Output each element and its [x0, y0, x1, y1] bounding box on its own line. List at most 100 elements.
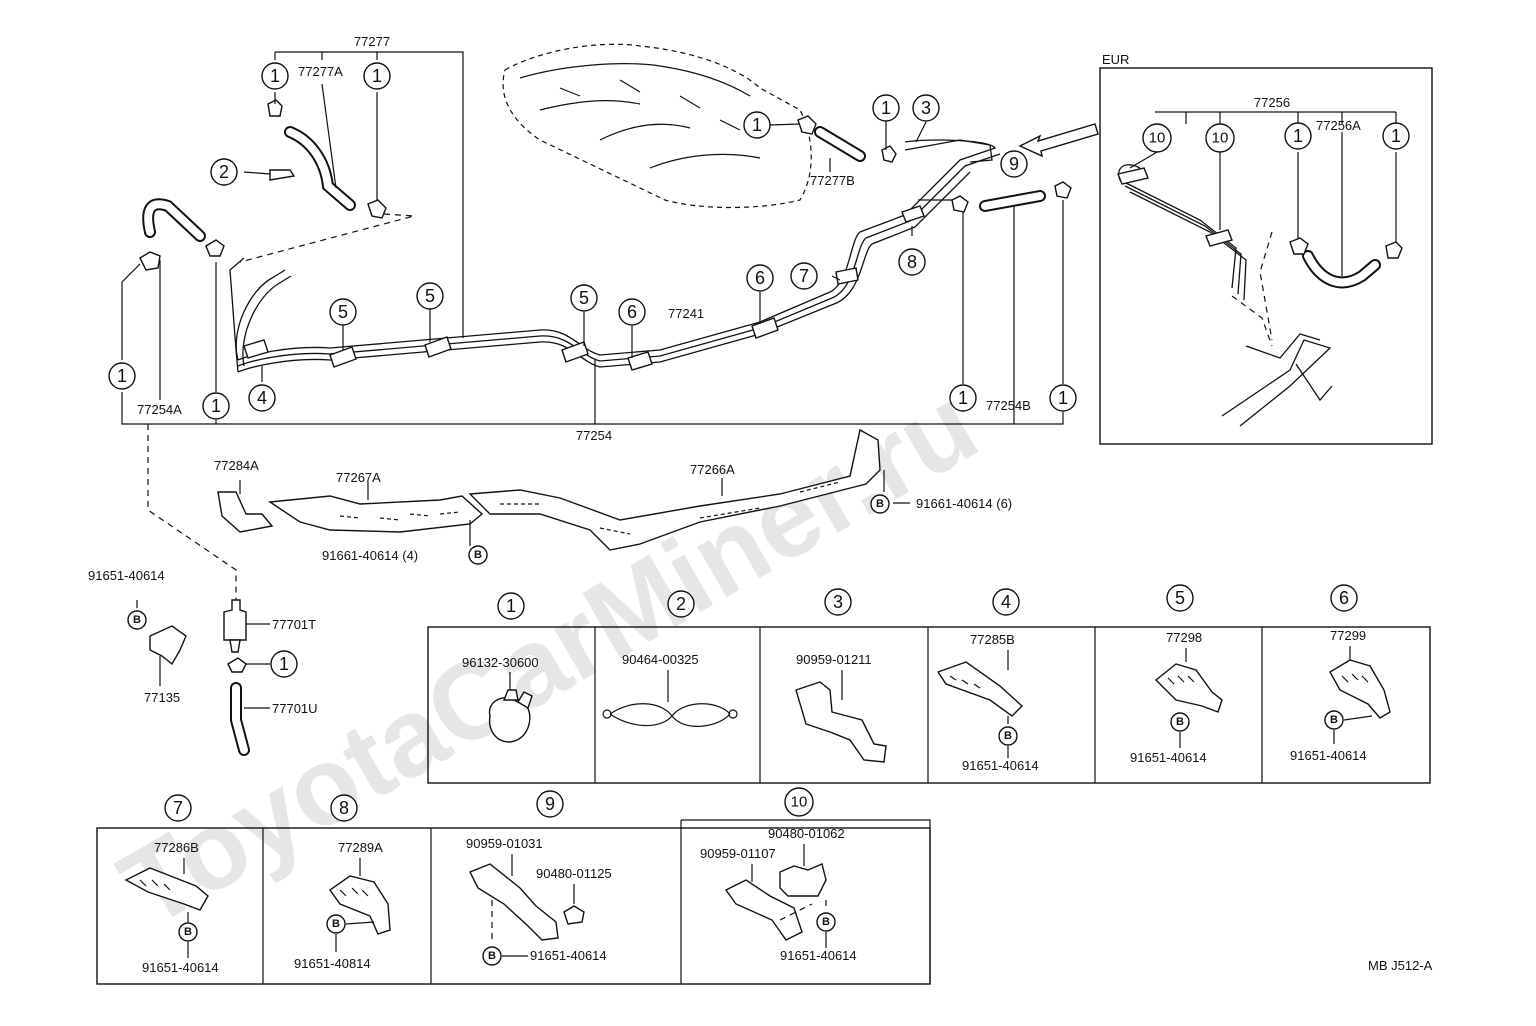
- callout-1: 1: [202, 392, 230, 420]
- svg-text:10: 10: [1212, 130, 1229, 147]
- callout-5: 5: [329, 298, 357, 326]
- callout-10: 10: [1142, 123, 1172, 153]
- svg-text:7: 7: [173, 798, 183, 818]
- svg-text:5: 5: [425, 286, 435, 306]
- label-91661-6: 91661-40614 (6): [916, 496, 1012, 511]
- detail-box-7: 7 77286B B 91651-40614: [124, 794, 219, 975]
- detail-table-row-2: 7 77286B B 91651-40614 8 77289A B 91651-…: [96, 787, 931, 985]
- leader-lines: [121, 51, 1099, 600]
- bolt-b-icon: B: [127, 610, 147, 630]
- svg-text:91651-40614: 91651-40614: [1130, 750, 1207, 765]
- svg-text:5: 5: [579, 288, 589, 308]
- label-77284a: 77284A: [214, 458, 259, 473]
- svg-text:1: 1: [1058, 388, 1068, 408]
- fuel-tank: [502, 43, 812, 209]
- label-91651-left: 91651-40614: [88, 568, 165, 583]
- label-77277a: 77277A: [298, 64, 343, 79]
- svg-text:6: 6: [755, 268, 765, 288]
- label-77254: 77254: [576, 428, 612, 443]
- bolt-b-icon: B: [1170, 712, 1190, 732]
- svg-text:6: 6: [627, 302, 637, 322]
- bolt-b-icon: B: [998, 726, 1018, 746]
- callout-9: 9: [1000, 150, 1028, 178]
- detail-box-10: 10 90480-01062 90959-01107 B 91651-40614: [700, 787, 857, 963]
- svg-text:9: 9: [545, 794, 555, 814]
- bolt-b-icon: B: [326, 914, 346, 934]
- label-77241: 77241: [668, 306, 704, 321]
- callout-1: 1: [1049, 384, 1077, 412]
- svg-text:90959-01211: 90959-01211: [796, 652, 872, 667]
- label-77277: 77277: [354, 34, 390, 49]
- callout-4: 4: [248, 384, 276, 412]
- svg-text:1: 1: [211, 396, 221, 416]
- callout-1: 1: [872, 94, 900, 122]
- label-77256: 77256: [1254, 95, 1290, 110]
- detail-table-row-1: 1 96132-30600 2 90464-00325 3 90959-0121…: [427, 584, 1431, 784]
- label-77267a: 77267A: [336, 470, 381, 485]
- svg-text:96132-30600: 96132-30600: [462, 655, 539, 670]
- footer-code: MB J512-A: [1368, 958, 1433, 973]
- hose-clips: [139, 99, 1072, 271]
- label-77266a: 77266A: [690, 462, 735, 477]
- svg-text:2: 2: [219, 162, 229, 182]
- svg-text:B: B: [474, 549, 482, 561]
- svg-text:4: 4: [257, 388, 267, 408]
- svg-text:5: 5: [338, 302, 348, 322]
- svg-text:1: 1: [958, 388, 968, 408]
- callout-5: 5: [570, 284, 598, 312]
- main-callouts: 1 1 2 1 1 3 9 8 7 6 6 5 5 5 4 1 1 1 1 10…: [108, 62, 1410, 678]
- svg-text:1: 1: [270, 66, 280, 86]
- svg-text:B: B: [488, 950, 496, 962]
- bolt-b-icon: B: [816, 912, 836, 932]
- detail-box-3: 3 90959-01211: [795, 588, 887, 763]
- bolt-b-icon: B: [178, 922, 198, 942]
- part-labels: 77277 77277A 77277B 77241 77254 77254A 7…: [88, 34, 1433, 973]
- detail-box-4: 4 77285B B 91651-40614: [936, 588, 1039, 773]
- svg-text:90464-00325: 90464-00325: [622, 652, 699, 667]
- callout-1: 1: [743, 111, 771, 139]
- svg-text:6: 6: [1339, 588, 1349, 608]
- hoses: [142, 126, 1046, 242]
- svg-text:77299: 77299: [1330, 628, 1366, 643]
- svg-text:10: 10: [791, 794, 808, 811]
- svg-text:B: B: [822, 916, 830, 928]
- svg-text:91651-40614: 91651-40614: [142, 960, 219, 975]
- bolt-b-icon: B: [482, 946, 502, 966]
- svg-text:3: 3: [921, 98, 931, 118]
- label-77701u: 77701U: [272, 701, 318, 716]
- svg-text:77286B: 77286B: [154, 840, 199, 855]
- svg-text:91651-40814: 91651-40814: [294, 956, 371, 971]
- callout-8: 8: [898, 248, 926, 276]
- svg-text:90480-01125: 90480-01125: [536, 866, 612, 881]
- brackets: [217, 428, 910, 551]
- svg-text:5: 5: [1175, 588, 1185, 608]
- callout-6: 6: [746, 264, 774, 292]
- label-77135: 77135: [144, 690, 180, 705]
- svg-text:B: B: [184, 926, 192, 938]
- callout-1: 1: [949, 384, 977, 412]
- svg-text:91651-40614: 91651-40614: [780, 948, 857, 963]
- svg-text:1: 1: [506, 596, 516, 616]
- fuel-pipe-assembly: [229, 139, 1001, 373]
- svg-text:2: 2: [676, 594, 686, 614]
- svg-text:B: B: [1176, 716, 1184, 728]
- detail-box-8: 8 77289A B 91651-40814: [294, 794, 391, 971]
- detail-box-9: 9 90959-01031 90480-01125 B 91651-40614: [466, 790, 612, 966]
- svg-text:1: 1: [279, 654, 289, 674]
- detail-box-1: 1 96132-30600: [462, 592, 539, 743]
- svg-text:9: 9: [1009, 154, 1019, 174]
- svg-text:10: 10: [1149, 130, 1166, 147]
- svg-text:B: B: [133, 614, 141, 626]
- eur-box: [1099, 67, 1433, 445]
- label-77254b: 77254B: [986, 398, 1031, 413]
- callout-1: 1: [1382, 122, 1410, 150]
- svg-text:1: 1: [372, 66, 382, 86]
- bolt-b-icon: B: [870, 494, 890, 514]
- detail-box-6: 6 77299 B 91651-40614: [1290, 584, 1391, 763]
- callout-6: 6: [618, 298, 646, 326]
- label-77277b: 77277B: [810, 173, 855, 188]
- svg-text:B: B: [876, 498, 884, 510]
- label-77254a: 77254A: [137, 402, 182, 417]
- label-77256a: 77256A: [1316, 118, 1361, 133]
